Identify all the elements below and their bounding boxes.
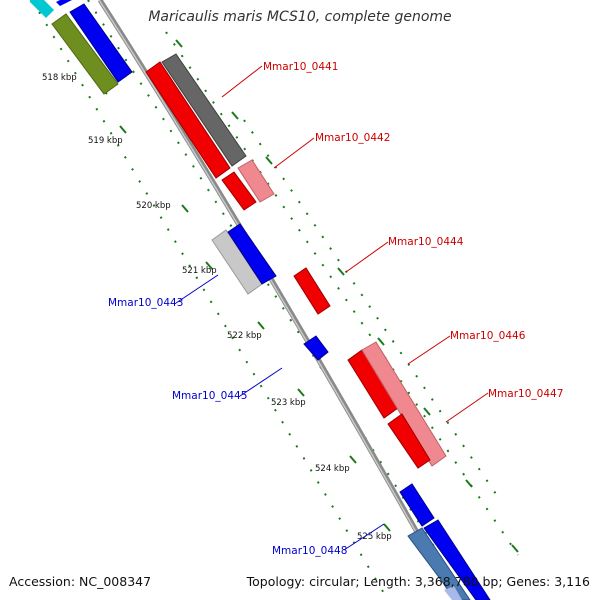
gene-label-0447: Mmar10_0447	[488, 388, 563, 400]
gene-arrow-lightblue	[444, 586, 462, 600]
leader-0448	[343, 523, 385, 551]
tick-label-521: 521 kbp	[182, 266, 217, 276]
tick-outer-1	[175, 39, 183, 48]
gene-label-0444: Mmar10_0444	[388, 236, 464, 248]
tick-524	[349, 455, 357, 464]
leader-0446	[407, 335, 451, 365]
genome-title: Maricaulis maris MCS10, complete genome	[148, 9, 452, 25]
gene-label-0448: Mmar10_0448	[272, 545, 347, 557]
leader-0444	[345, 241, 389, 273]
tick-label-520: 520 kbp	[136, 201, 171, 211]
tick-label-518: 518 kbp	[42, 73, 77, 83]
tick-outer-8	[511, 544, 519, 553]
tick-label-519: 519 kbp	[88, 136, 123, 146]
accession-label: Accession: NC_008347	[9, 574, 152, 589]
reverse-track	[30, 0, 491, 600]
gene-arrow-red-0444	[293, 267, 331, 315]
tick-525	[383, 523, 391, 532]
tick-521	[205, 261, 213, 270]
guide-ring-inner	[31, 0, 389, 600]
leader-0447	[445, 392, 489, 423]
tick-outer-7	[465, 479, 473, 488]
gene-arrow-cyan-top	[30, 0, 54, 18]
gene-arrow-blue-0448b	[423, 519, 491, 600]
tick-523	[297, 388, 305, 397]
gene-arrow-blue-0448a	[399, 483, 435, 527]
gene-labels: Mmar10_0441 Mmar10_0442 Mmar10_0444 Mmar…	[108, 61, 563, 557]
gene-arrow-red-0442	[221, 171, 257, 211]
tick-outer-4	[337, 267, 345, 276]
tick-outer-5	[377, 337, 385, 346]
gene-label-0445: Mmar10_0445	[172, 390, 247, 402]
gene-arrow-red-0447	[387, 413, 431, 469]
guide-ring-outer	[165, 31, 519, 556]
gene-label-0443: Mmar10_0443	[108, 297, 183, 309]
gene-label-0441: Mmar10_0441	[263, 61, 338, 73]
tick-marks	[99, 39, 519, 553]
leader-0443	[175, 274, 219, 304]
gene-arrow-olive	[51, 13, 119, 95]
leader-0445	[239, 367, 283, 397]
gene-arrow-blue-top	[56, 0, 72, 6]
gene-arrow-pink-0442	[237, 159, 275, 203]
tick-label-523: 523 kbp	[271, 398, 306, 408]
gene-arrow-red-0441	[145, 61, 231, 179]
forward-track	[145, 53, 447, 469]
gene-arrow-blue-0445	[303, 335, 329, 361]
tick-label-525: 525 kbp	[357, 532, 392, 542]
tick-label-522: 522 kbp	[227, 331, 262, 341]
leader-0442	[273, 137, 315, 169]
tick-520	[181, 204, 189, 213]
tick-519	[119, 125, 127, 134]
gene-arrow-steelblue	[407, 527, 471, 600]
genome-stats-label: Topology: circular; Length: 3,368,780 bp…	[246, 574, 590, 589]
tick-outer-2	[231, 111, 239, 120]
tick-label-524: 524 kbp	[315, 464, 350, 474]
gene-arrow-blue-0443	[227, 223, 277, 285]
gene-label-0446: Mmar10_0446	[450, 330, 526, 342]
tick-522	[257, 321, 265, 330]
gene-arrow-darkgray	[161, 53, 247, 167]
gene-arrow-blue-1	[69, 3, 133, 83]
tick-outer-3	[265, 156, 273, 165]
leader-lines	[175, 65, 489, 551]
tick-outer-6	[423, 407, 431, 416]
guide-ring-outer-2	[243, 119, 501, 501]
gene-label-0442: Mmar10_0442	[315, 132, 390, 144]
leader-0441	[221, 65, 263, 98]
tick-labels: 518 kbp 519 kbp 520 kbp 521 kbp 522 kbp …	[42, 73, 392, 542]
